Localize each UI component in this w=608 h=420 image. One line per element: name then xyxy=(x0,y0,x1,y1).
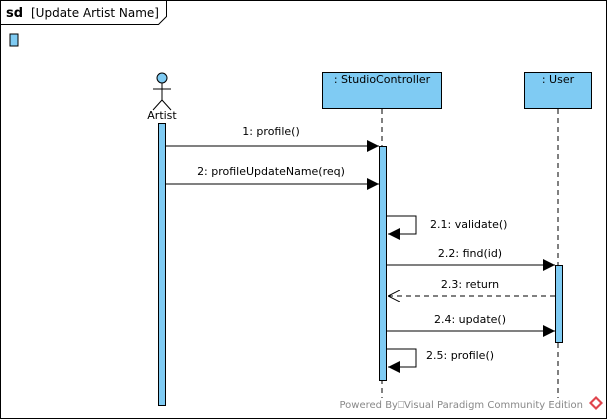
actor-left-leg xyxy=(152,99,163,111)
actor-right-leg xyxy=(161,99,172,111)
message-2-2-label: 2.2: find(id) xyxy=(438,247,502,260)
message-2-5-label: 2.5: profile() xyxy=(426,349,494,362)
user-head xyxy=(524,72,592,109)
studio-controller-head xyxy=(322,72,442,109)
frame-title: [Update Artist Name] xyxy=(31,6,159,20)
message-2-4-label: 2.4: update() xyxy=(434,313,506,326)
frame-marker xyxy=(9,33,19,47)
user-activation-bar xyxy=(555,265,563,343)
message-2-label: 2: profileUpdateName(req) xyxy=(197,165,345,178)
frame-tab xyxy=(0,0,167,25)
message-2-1-arrow xyxy=(387,215,417,240)
artist-activation-bar xyxy=(158,123,166,406)
studio-controller-label: : StudioController xyxy=(334,73,431,86)
message-2-5-arrow xyxy=(387,348,417,373)
message-2-3-label: 2.3: return xyxy=(441,278,499,291)
studio-controller-activation-bar xyxy=(379,146,387,381)
artist-actor: Artist xyxy=(147,72,177,122)
watermark-text: Powered By⎕Visual Paradigm Community Edi… xyxy=(340,400,584,411)
actor-head-icon xyxy=(156,72,168,84)
user-label: : User xyxy=(542,73,575,86)
artist-label: Artist xyxy=(147,109,177,122)
message-2-1-label: 2.1: validate() xyxy=(430,218,507,231)
frame-keyword: sd xyxy=(6,6,23,21)
visual-paradigm-logo-icon xyxy=(589,396,603,410)
message-1-label: 1: profile() xyxy=(242,125,300,138)
